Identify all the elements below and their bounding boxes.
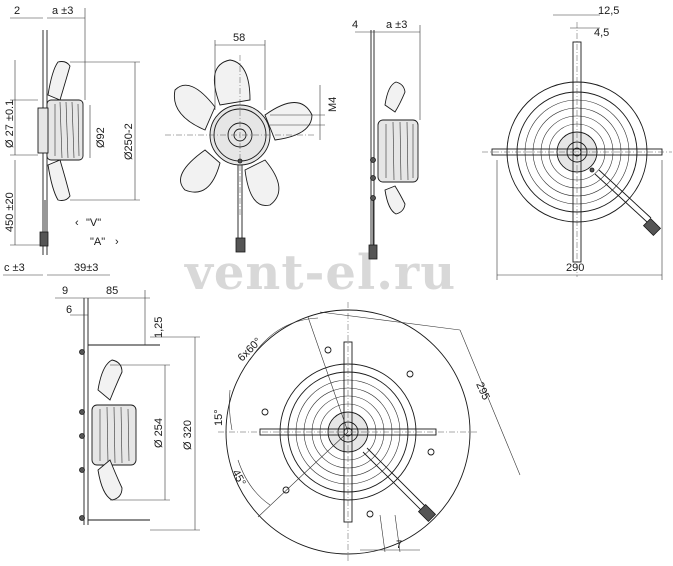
- dim-a-tol-guard: a ±3: [386, 19, 407, 31]
- dim-2: 2: [14, 5, 20, 17]
- front-view-guard: 12,5 4,5 290: [482, 5, 672, 280]
- dim-offset-4: 4: [352, 19, 358, 31]
- side-view-left: 2 a ±3 Ø 27 ±0.1 Ø92 Ø250-2 450 ±20 c ±3…: [3, 5, 140, 276]
- dim-295: 295: [473, 380, 491, 402]
- dim-angle-15: 15°: [213, 409, 225, 426]
- dim-d92: Ø92: [95, 127, 107, 148]
- dim-6: 6: [66, 304, 72, 316]
- dim-85: 85: [106, 285, 118, 297]
- dim-1-25: 1,25: [153, 317, 165, 338]
- dim-a-tol: a ±3: [52, 5, 73, 17]
- front-view-plate: 6x60° 15° 45° 295 7: [213, 302, 521, 562]
- dim-7: 7: [396, 539, 402, 551]
- airflow-label-v: "V": [86, 217, 101, 229]
- dim-c-tol: c ±3: [4, 262, 25, 274]
- dim-d320: Ø 320: [182, 420, 194, 450]
- dim-4-5: 4,5: [594, 27, 609, 39]
- airflow-arrow-right-icon: ›: [115, 236, 119, 248]
- airflow-arrow-left-icon: ‹: [75, 217, 79, 229]
- dim-d254: Ø 254: [153, 418, 165, 448]
- dim-9: 9: [62, 285, 68, 297]
- side-view-guard: 4 a ±3: [352, 19, 421, 260]
- dim-hub-58: 58: [233, 32, 245, 44]
- dim-cable-length: 450 ±20: [4, 192, 16, 232]
- airflow-label-a: "A": [90, 236, 105, 248]
- dim-d27: Ø 27 ±0.1: [4, 100, 16, 148]
- dim-39: 39±3: [74, 262, 98, 274]
- side-view-plate: 9 85 6 1,25 Ø 254 Ø 320: [55, 285, 200, 531]
- front-view-impeller: 58 M4: [165, 32, 339, 253]
- dim-thread-m4: M4: [327, 97, 339, 112]
- dim-d250: Ø250-2: [123, 123, 135, 160]
- watermark: vent-el.ru: [184, 245, 456, 301]
- dim-12-5: 12,5: [598, 5, 619, 17]
- dim-290: 290: [566, 262, 584, 274]
